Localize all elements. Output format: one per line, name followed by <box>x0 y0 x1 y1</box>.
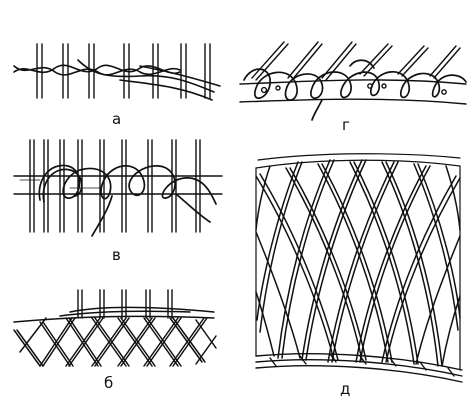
panel-d-base-rope <box>255 352 463 383</box>
panel-a-weavers <box>13 59 221 101</box>
panel-d-lattice-right <box>255 161 461 367</box>
panel-g-label: г <box>342 116 350 134</box>
panel-a-label: а <box>112 110 121 128</box>
panel-g-spiral-binder <box>243 59 467 121</box>
panel-d-frame <box>255 153 461 371</box>
panel-d-lattice-left <box>255 159 461 367</box>
panel-v-core-rod <box>13 175 223 195</box>
panel-b-diagonal-lattice <box>13 317 217 367</box>
panel-v-label: в <box>112 246 121 264</box>
panel-v-wrapping-weaver <box>38 164 217 237</box>
panel-b-stakes <box>77 289 173 319</box>
panel-d-diagonal-basket: д <box>255 153 463 398</box>
panel-b-label: б <box>104 374 113 392</box>
panel-g-wrapped-rim: г <box>239 41 467 134</box>
panel-a-twining: а <box>13 43 221 128</box>
panel-b-lattice-border: б <box>13 289 217 392</box>
panel-b-top-rim <box>13 306 215 323</box>
panel-v-coil: в <box>13 139 223 264</box>
panel-d-label: д <box>340 380 350 398</box>
panel-g-stakes <box>251 41 461 81</box>
